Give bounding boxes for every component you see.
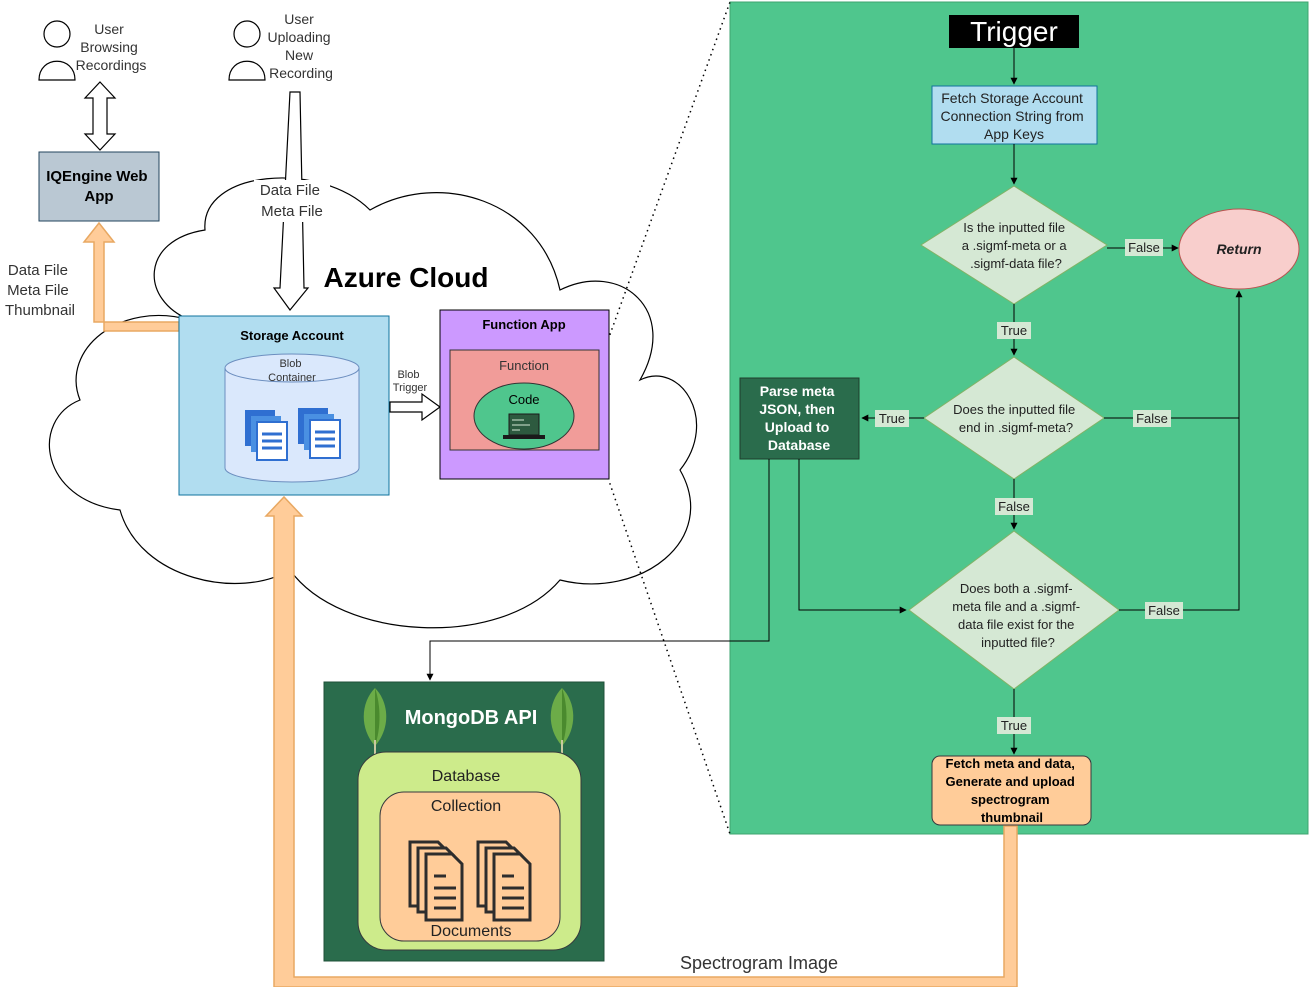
user-browsing-actor: User Browsing Recordings	[38, 20, 147, 81]
true-label: True	[879, 411, 905, 426]
blob-container-label: Blob Container	[268, 358, 316, 384]
storage-to-webapp-arrow	[82, 221, 180, 332]
cloud-title: Azure Cloud	[324, 262, 489, 293]
function-label: Function	[499, 358, 549, 373]
function-app-title: Function App	[482, 317, 565, 332]
outbound-files-label: Data File Meta File Thumbnail	[5, 262, 75, 319]
iqengine-webapp-box	[38, 151, 160, 222]
collection-label: Collection	[431, 798, 501, 815]
return-terminal	[1178, 208, 1300, 290]
upload-files-label: Data File Meta File	[260, 182, 324, 220]
return-label: Return	[1216, 241, 1261, 257]
mongodb-title: MongoDB API	[405, 707, 538, 729]
blob-trigger-arrow	[389, 392, 442, 422]
false-label: False	[1128, 240, 1160, 255]
true-label: True	[1001, 323, 1027, 338]
code-label: Code	[508, 392, 539, 407]
false-label: False	[1148, 603, 1180, 618]
zoom-line-bottom	[607, 477, 731, 835]
database-label: Database	[432, 768, 501, 785]
fetch-connection-box	[931, 85, 1098, 145]
blob-trigger-label: Blob Trigger	[393, 369, 428, 394]
trigger-label: Trigger	[970, 16, 1058, 47]
blob-container: Blob Container	[224, 353, 360, 483]
decision-meta-ext-label: Does the inputted file end in .sigmf-met…	[953, 402, 1079, 435]
false-label: False	[998, 499, 1030, 514]
false-label: False	[1136, 411, 1168, 426]
browse-double-arrow	[83, 81, 117, 151]
laptop-icon	[503, 413, 545, 439]
fetch-connection-label: Fetch Storage Account Connection String …	[940, 90, 1087, 142]
true-label: True	[1001, 718, 1027, 733]
generate-thumbnail-box	[931, 755, 1092, 826]
upload-files-label-bg	[254, 180, 330, 222]
spectrogram-label: Spectrogram Image	[680, 953, 838, 973]
trigger-box	[949, 15, 1079, 48]
user-browsing-label: User Browsing Recordings	[76, 21, 147, 73]
generate-thumbnail-label: Fetch meta and data, Generate and upload…	[946, 756, 1079, 825]
decision-both-exist-label: Does both a .sigmf- meta file and a .sig…	[952, 581, 1084, 650]
iqengine-webapp-label: IQEngine Web App	[46, 168, 152, 205]
documents-label: Documents	[431, 923, 512, 940]
user-icon	[43, 20, 71, 48]
user-uploading-label: User Uploading New Recording	[268, 11, 335, 81]
spectrogram-arrow	[264, 495, 1018, 987]
user-uploading-actor: User Uploading New Recording	[228, 11, 335, 81]
storage-account-title: Storage Account	[240, 328, 344, 343]
user-icon	[233, 20, 261, 48]
parse-meta-label: Parse meta JSON, then Upload to Database	[759, 383, 838, 453]
decision-file-type-label: Is the inputted file a .sigmf-meta or a …	[962, 220, 1070, 271]
